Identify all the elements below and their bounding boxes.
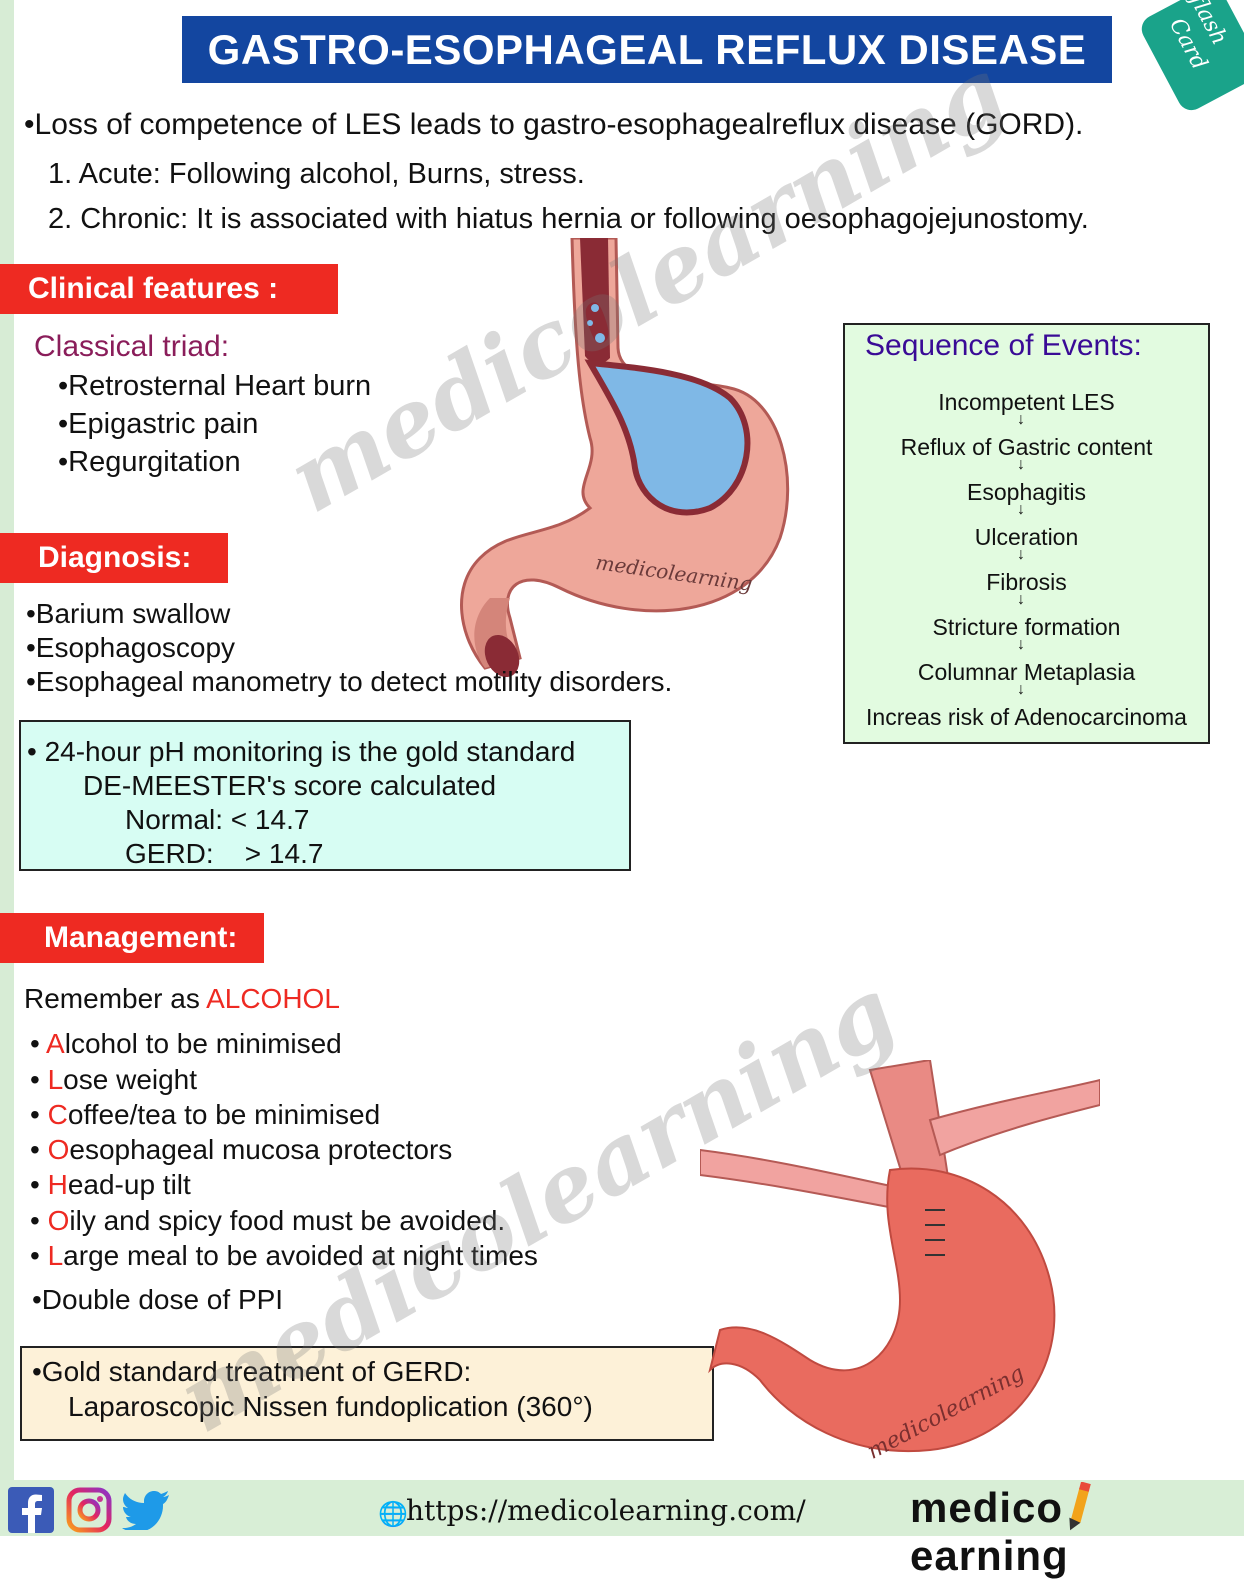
type-acute: 1. Acute: Following alcohol, Burns, stre… xyxy=(48,158,585,190)
gold-line: Laparoscopic Nissen fundoplication (360°… xyxy=(68,1391,593,1422)
alcohol-item: • Oily and spicy food must be avoided. xyxy=(30,1205,506,1236)
diagnosis-item: •Esophagoscopy xyxy=(26,632,236,663)
alcohol-item: • Coffee/tea to be minimised xyxy=(30,1099,381,1130)
ph-monitoring-box: • 24-hour pH monitoring is the gold stan… xyxy=(19,720,631,871)
remember-word: ALCOHOL xyxy=(206,983,340,1014)
diagnosis-item: •Esophageal manometry to detect motility… xyxy=(26,666,673,697)
remember-prefix: Remember as xyxy=(24,983,207,1014)
alcohol-item: • Alcohol to be minimised xyxy=(30,1028,342,1059)
globe-icon: 🌐 xyxy=(378,1501,408,1528)
down-arrow-icon: ↓ xyxy=(1017,681,1025,698)
sequence-of-events-box: Sequence of Events: Incompetent LES ↓ Re… xyxy=(843,323,1210,744)
sequence-step: Esophagitis xyxy=(967,479,1086,505)
down-arrow-icon: ↓ xyxy=(1017,591,1025,608)
triad-item: •Retrosternal Heart burn xyxy=(58,370,372,402)
footer-bar xyxy=(0,1480,1244,1536)
down-arrow-icon: ↓ xyxy=(1017,456,1025,473)
alcohol-item: • Large meal to be avoided at night time… xyxy=(30,1240,538,1271)
double-dose-ppi: •Double dose of PPI xyxy=(32,1284,284,1315)
sequence-step: Fibrosis xyxy=(986,569,1067,595)
intro-text: •Loss of competence of LES leads to gast… xyxy=(24,108,1084,141)
diagnosis-item: •Barium swallow xyxy=(26,598,231,629)
sequence-heading: Sequence of Events: xyxy=(865,329,1142,362)
diagnosis-heading: Diagnosis: xyxy=(0,533,228,583)
type-chronic: 2. Chronic: It is associated with hiatus… xyxy=(48,203,1089,235)
page-title: GASTRO-ESOPHAGEAL REFLUX DISEASE xyxy=(182,16,1112,83)
fundoplication-illustration: medicolearning xyxy=(700,1060,1100,1460)
gold-line: •Gold standard treatment of GERD: xyxy=(32,1356,472,1387)
ph-line: GERD: > 14.7 xyxy=(125,838,324,869)
gold-standard-box: •Gold standard treatment of GERD: Laparo… xyxy=(20,1346,714,1441)
alcohol-item: • Oesophageal mucosa protectors xyxy=(30,1134,453,1165)
triad-item: •Epigastric pain xyxy=(58,408,259,440)
classical-triad-heading: Classical triad: xyxy=(34,330,230,363)
left-accent-bar xyxy=(0,0,14,1480)
sequence-step: Columnar Metaplasia xyxy=(917,659,1136,685)
facebook-icon[interactable] xyxy=(8,1487,54,1533)
sequence-step: Increas risk of Adenocarcinoma xyxy=(866,704,1187,730)
sequence-step: Stricture formation xyxy=(932,614,1121,640)
twitter-icon[interactable] xyxy=(122,1490,170,1530)
website-link[interactable]: https://medicolearning.com/ xyxy=(406,1494,806,1527)
down-arrow-icon: ↓ xyxy=(1017,411,1025,428)
sequence-step: Incompetent LES xyxy=(938,389,1115,415)
management-heading: Management: xyxy=(0,913,264,963)
down-arrow-icon: ↓ xyxy=(1017,546,1025,563)
sequence-step: Ulceration xyxy=(974,524,1079,550)
remember-line: Remember as ALCOHOL xyxy=(24,983,340,1015)
down-arrow-icon: ↓ xyxy=(1017,636,1025,653)
down-arrow-icon: ↓ xyxy=(1017,501,1025,518)
alcohol-item: • Head-up tilt xyxy=(30,1169,191,1200)
ph-line: DE-MEESTER's score calculated xyxy=(83,770,497,801)
stomach-reflux-illustration: medicolearning xyxy=(460,238,790,678)
ph-line: Normal: < 14.7 xyxy=(125,804,310,835)
sequence-step: Reflux of Gastric content xyxy=(900,434,1153,460)
ph-line: • 24-hour pH monitoring is the gold stan… xyxy=(27,736,576,767)
triad-item: •Regurgitation xyxy=(58,446,241,478)
alcohol-item: • Lose weight xyxy=(30,1064,198,1095)
clinical-features-heading: Clinical features : xyxy=(0,264,338,314)
instagram-icon[interactable] xyxy=(66,1487,112,1533)
flash-card-badge: flash Card xyxy=(1136,0,1244,116)
